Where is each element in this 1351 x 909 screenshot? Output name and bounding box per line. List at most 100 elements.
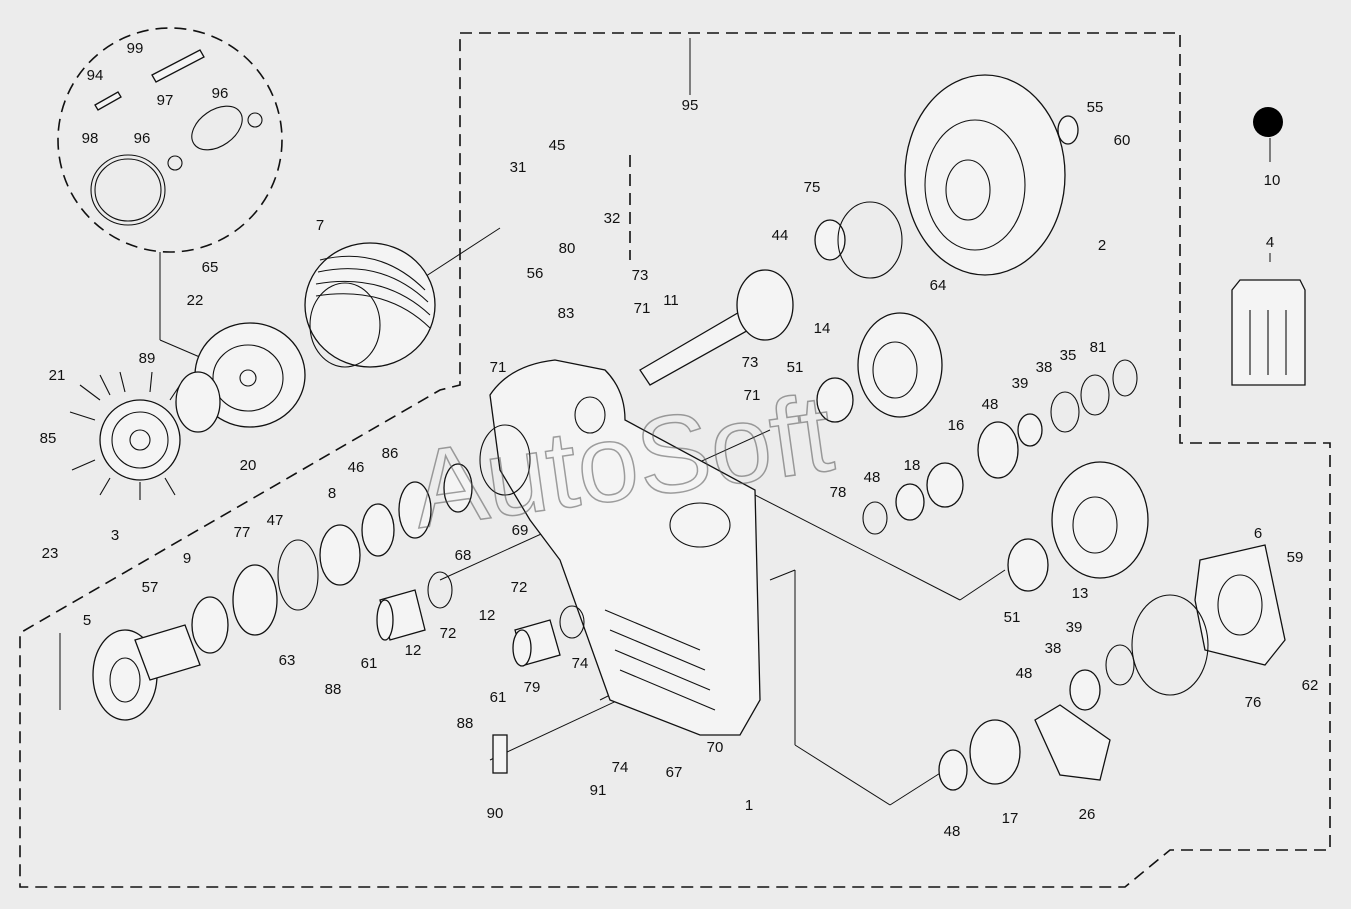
part-label-16: 16 <box>948 417 965 434</box>
oil-can <box>1231 279 1306 386</box>
bearing-46 <box>398 481 432 539</box>
flange-plate <box>175 371 221 433</box>
bearing-48b <box>1017 413 1043 447</box>
part-label-48: 48 <box>864 469 881 486</box>
bearing-18 <box>926 462 964 508</box>
part-label-73: 73 <box>742 354 759 371</box>
part-label-39: 39 <box>1012 375 1029 392</box>
part-label-98: 98 <box>82 130 99 147</box>
part-label-51: 51 <box>787 359 804 376</box>
part-label-9: 9 <box>183 550 191 567</box>
part-label-6: 6 <box>1254 525 1262 542</box>
seal-kit-inset <box>57 27 283 253</box>
part-label-10: 10 <box>1264 172 1281 189</box>
gear-17 <box>969 719 1021 785</box>
gearbox-housing <box>479 359 761 736</box>
part-label-95: 95 <box>682 97 699 114</box>
part-label-86: 86 <box>382 445 399 462</box>
part-label-74: 74 <box>572 655 589 672</box>
part-label-79: 79 <box>524 679 541 696</box>
part-label-96: 96 <box>134 130 151 147</box>
part-label-55: 55 <box>1087 99 1104 116</box>
part-label-17: 17 <box>1002 810 1019 827</box>
part-label-88: 88 <box>325 681 342 698</box>
part-label-23: 23 <box>42 545 59 562</box>
part-label-70: 70 <box>707 739 724 756</box>
part-label-74: 74 <box>612 759 629 776</box>
seal-ring <box>232 564 278 636</box>
bearing-race <box>361 503 395 557</box>
part-label-94: 94 <box>87 67 104 84</box>
part-label-73: 73 <box>632 267 649 284</box>
part-label-56: 56 <box>527 265 544 282</box>
part-label-57: 57 <box>142 579 159 596</box>
part-label-76: 76 <box>1245 694 1262 711</box>
part-label-81: 81 <box>1090 339 1107 356</box>
part-label-8: 8 <box>328 485 336 502</box>
ring-38 <box>1080 374 1110 416</box>
gear-14 <box>857 312 943 418</box>
part-label-47: 47 <box>267 512 284 529</box>
bearing-48c <box>1069 669 1101 711</box>
part-label-21: 21 <box>49 367 66 384</box>
part-label-72: 72 <box>440 625 457 642</box>
part-label-71: 71 <box>744 387 761 404</box>
o-ring-76 <box>1131 594 1209 696</box>
ring-39b <box>1105 644 1135 686</box>
part-label-59: 59 <box>1287 549 1304 566</box>
part-label-48: 48 <box>944 823 961 840</box>
part-label-77: 77 <box>234 524 251 541</box>
o-ring <box>277 539 319 611</box>
part-label-99: 99 <box>127 40 144 57</box>
part-label-51: 51 <box>1004 609 1021 626</box>
part-label-39: 39 <box>1066 619 1083 636</box>
part-label-80: 80 <box>559 240 576 257</box>
part-label-65: 65 <box>202 259 219 276</box>
ring-72b <box>559 605 585 639</box>
part-label-44: 44 <box>772 227 789 244</box>
part-label-88: 88 <box>457 715 474 732</box>
v-belt-pulley <box>304 242 436 368</box>
part-label-62: 62 <box>1302 677 1319 694</box>
part-label-20: 20 <box>240 457 257 474</box>
ring-78 <box>862 501 888 535</box>
part-label-38: 38 <box>1045 640 1062 657</box>
end-cover <box>1194 544 1286 666</box>
seal-55 <box>1057 115 1079 145</box>
gear-16 <box>977 421 1019 479</box>
part-label-61: 61 <box>490 689 507 706</box>
part-label-31: 31 <box>510 159 527 176</box>
part-label-89: 89 <box>139 350 156 367</box>
part-label-97: 97 <box>157 92 174 109</box>
part-label-85: 85 <box>40 430 57 447</box>
part-label-45: 45 <box>549 137 566 154</box>
part-label-72: 72 <box>511 579 528 596</box>
part-label-83: 83 <box>558 305 575 322</box>
bearing-48d <box>938 749 968 791</box>
part-label-5: 5 <box>83 612 91 629</box>
part-label-63: 63 <box>279 652 296 669</box>
ring-39 <box>1050 391 1080 433</box>
marker-dot-10 <box>1253 107 1283 137</box>
part-label-1: 1 <box>745 797 753 814</box>
output-flange <box>92 624 201 721</box>
part-label-46: 46 <box>348 459 365 476</box>
part-label-4: 4 <box>1266 234 1274 251</box>
piston-12a <box>376 589 426 641</box>
ring-81 <box>1112 359 1138 397</box>
part-label-96: 96 <box>212 85 229 102</box>
part-label-71: 71 <box>490 359 507 376</box>
bearing-44 <box>814 219 846 261</box>
gear-13 <box>1051 461 1149 579</box>
part-label-14: 14 <box>814 320 831 337</box>
ring-72a <box>427 571 453 609</box>
bracket-26 <box>1034 704 1111 781</box>
part-label-35: 35 <box>1060 347 1077 364</box>
part-label-3: 3 <box>111 527 119 544</box>
part-label-48: 48 <box>982 396 999 413</box>
pulley-hub <box>194 322 306 428</box>
assembly-boundary <box>19 32 1331 888</box>
bearing-48 <box>895 483 925 521</box>
